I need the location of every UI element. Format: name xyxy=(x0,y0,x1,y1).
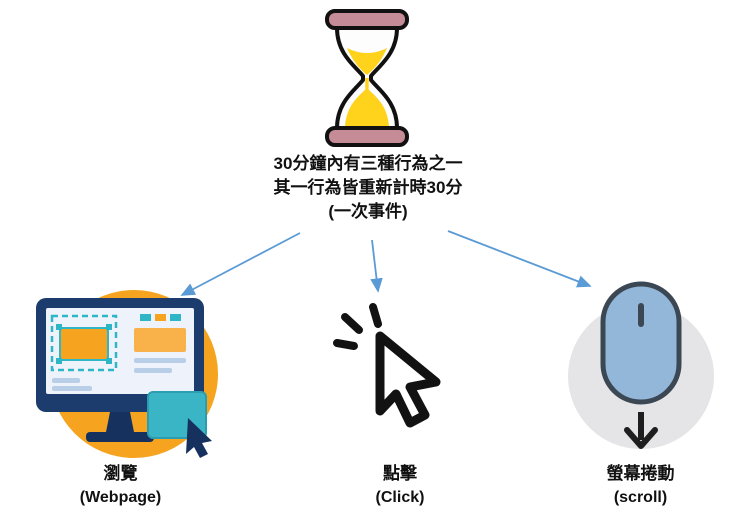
scroll-label: 螢幕捲動 xyxy=(606,464,675,483)
arrow-to-browse xyxy=(180,232,301,296)
browser-monitor-icon xyxy=(36,290,218,458)
click-sublabel: (Click) xyxy=(375,489,425,506)
caption-line-3: (一次事件) xyxy=(328,202,408,221)
mouse-scroll-icon xyxy=(568,281,714,449)
caption-line-1: 30分鐘內有三種行為之一 xyxy=(273,154,463,173)
hourglass-icon xyxy=(325,9,409,147)
hourglass-caption: 30分鐘內有三種行為之一 其一行為皆重新計時30分 (一次事件) xyxy=(188,152,548,224)
scroll-sublabel: (scroll) xyxy=(613,489,668,506)
browse-sublabel: (Webpage) xyxy=(79,489,162,506)
browse-node-label: 瀏覽 (Webpage) xyxy=(18,462,223,510)
browse-label: 瀏覽 xyxy=(103,464,138,483)
click-label: 點擊 xyxy=(383,464,417,483)
click-cursor-icon xyxy=(333,303,441,428)
scroll-node-label: 螢幕捲動 (scroll) xyxy=(558,462,723,510)
arrow-to-click xyxy=(370,239,383,293)
click-node-label: 點擊 (Click) xyxy=(330,462,470,510)
arrow-to-scroll xyxy=(447,230,592,288)
caption-line-2: 其一行為皆重新計時30分 xyxy=(273,178,463,197)
